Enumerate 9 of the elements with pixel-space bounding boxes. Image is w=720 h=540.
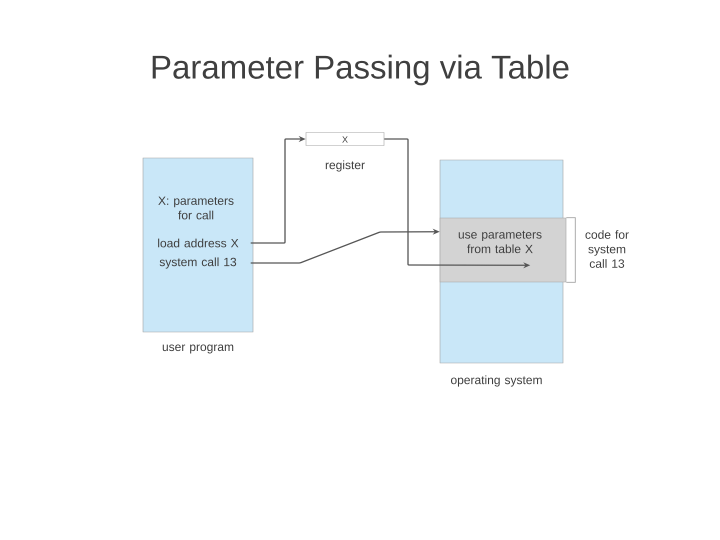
table-band: use parameters from table X [440, 218, 566, 282]
title: Parameter Passing via Table [152, 54, 568, 86]
box-caption: operating system [450, 375, 542, 387]
box-caption: user program [162, 344, 234, 354]
register-box: X [306, 132, 384, 146]
instruction-text: load address X [158, 238, 238, 248]
instruction-text: system call 13 [160, 257, 236, 269]
bracket-label: code for system call 13 [586, 230, 629, 268]
register-caption: register [326, 160, 365, 172]
